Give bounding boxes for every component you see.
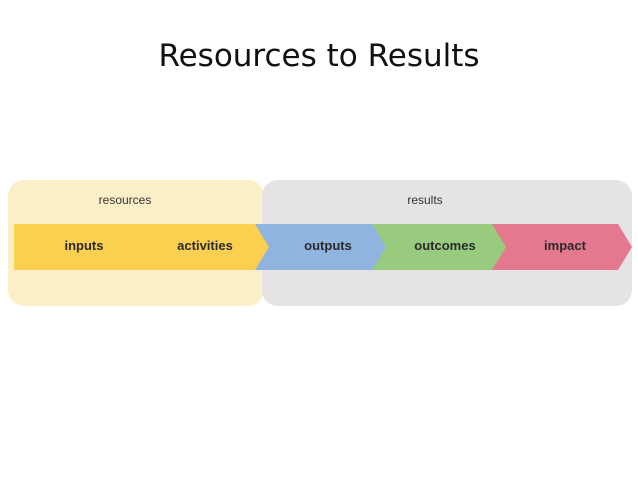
chevron-impact <box>492 224 632 270</box>
step-label-inputs: inputs <box>64 238 104 253</box>
chevron-outputs <box>255 224 395 270</box>
step-label-outputs: outputs <box>304 238 352 253</box>
step-label-impact: impact <box>544 238 586 253</box>
chevron-inputs <box>14 224 154 270</box>
chevron-activities <box>132 224 272 270</box>
step-label-activities: activities <box>177 238 233 253</box>
step-label-outcomes: outcomes <box>414 238 476 253</box>
results-group-label: results <box>407 193 443 207</box>
slide-title: Resources to Results <box>158 38 480 74</box>
resources-group-label: resources <box>98 193 152 207</box>
chevron-outcomes <box>372 224 512 270</box>
